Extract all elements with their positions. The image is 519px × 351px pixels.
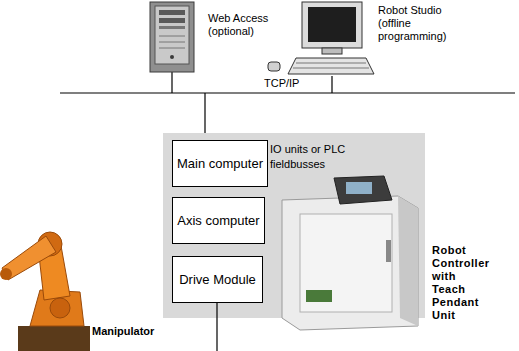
module-box: Main computer xyxy=(172,140,268,187)
robot-manipulator xyxy=(0,232,90,351)
bus-drop xyxy=(331,76,332,93)
unit-label: Manipulator xyxy=(92,325,154,338)
module-name: Main computer xyxy=(177,156,263,171)
module-name: Drive Module xyxy=(179,272,256,287)
module-name: Axis computer xyxy=(177,213,259,228)
controller-cabinet xyxy=(282,176,418,330)
bus-drop xyxy=(171,72,172,93)
cable-line xyxy=(216,303,217,351)
tcpip-bus xyxy=(60,92,515,93)
server-icon xyxy=(150,2,194,72)
bus-label: TCP/IP xyxy=(262,77,301,90)
module-box: Axis computer xyxy=(172,197,265,244)
computer-icon xyxy=(268,2,374,74)
unit-label: Robot Controller with Teach Pendant Unit xyxy=(432,244,490,322)
bus-drop xyxy=(204,93,205,133)
icon-label: Robot Studio (offline programming) xyxy=(378,4,452,43)
module-box: Drive Module xyxy=(172,256,263,303)
icon-label: Web Access (optional) xyxy=(208,12,278,38)
interface-label: fieldbusses xyxy=(270,158,325,171)
interface-label: IO units or PLC xyxy=(270,143,345,156)
